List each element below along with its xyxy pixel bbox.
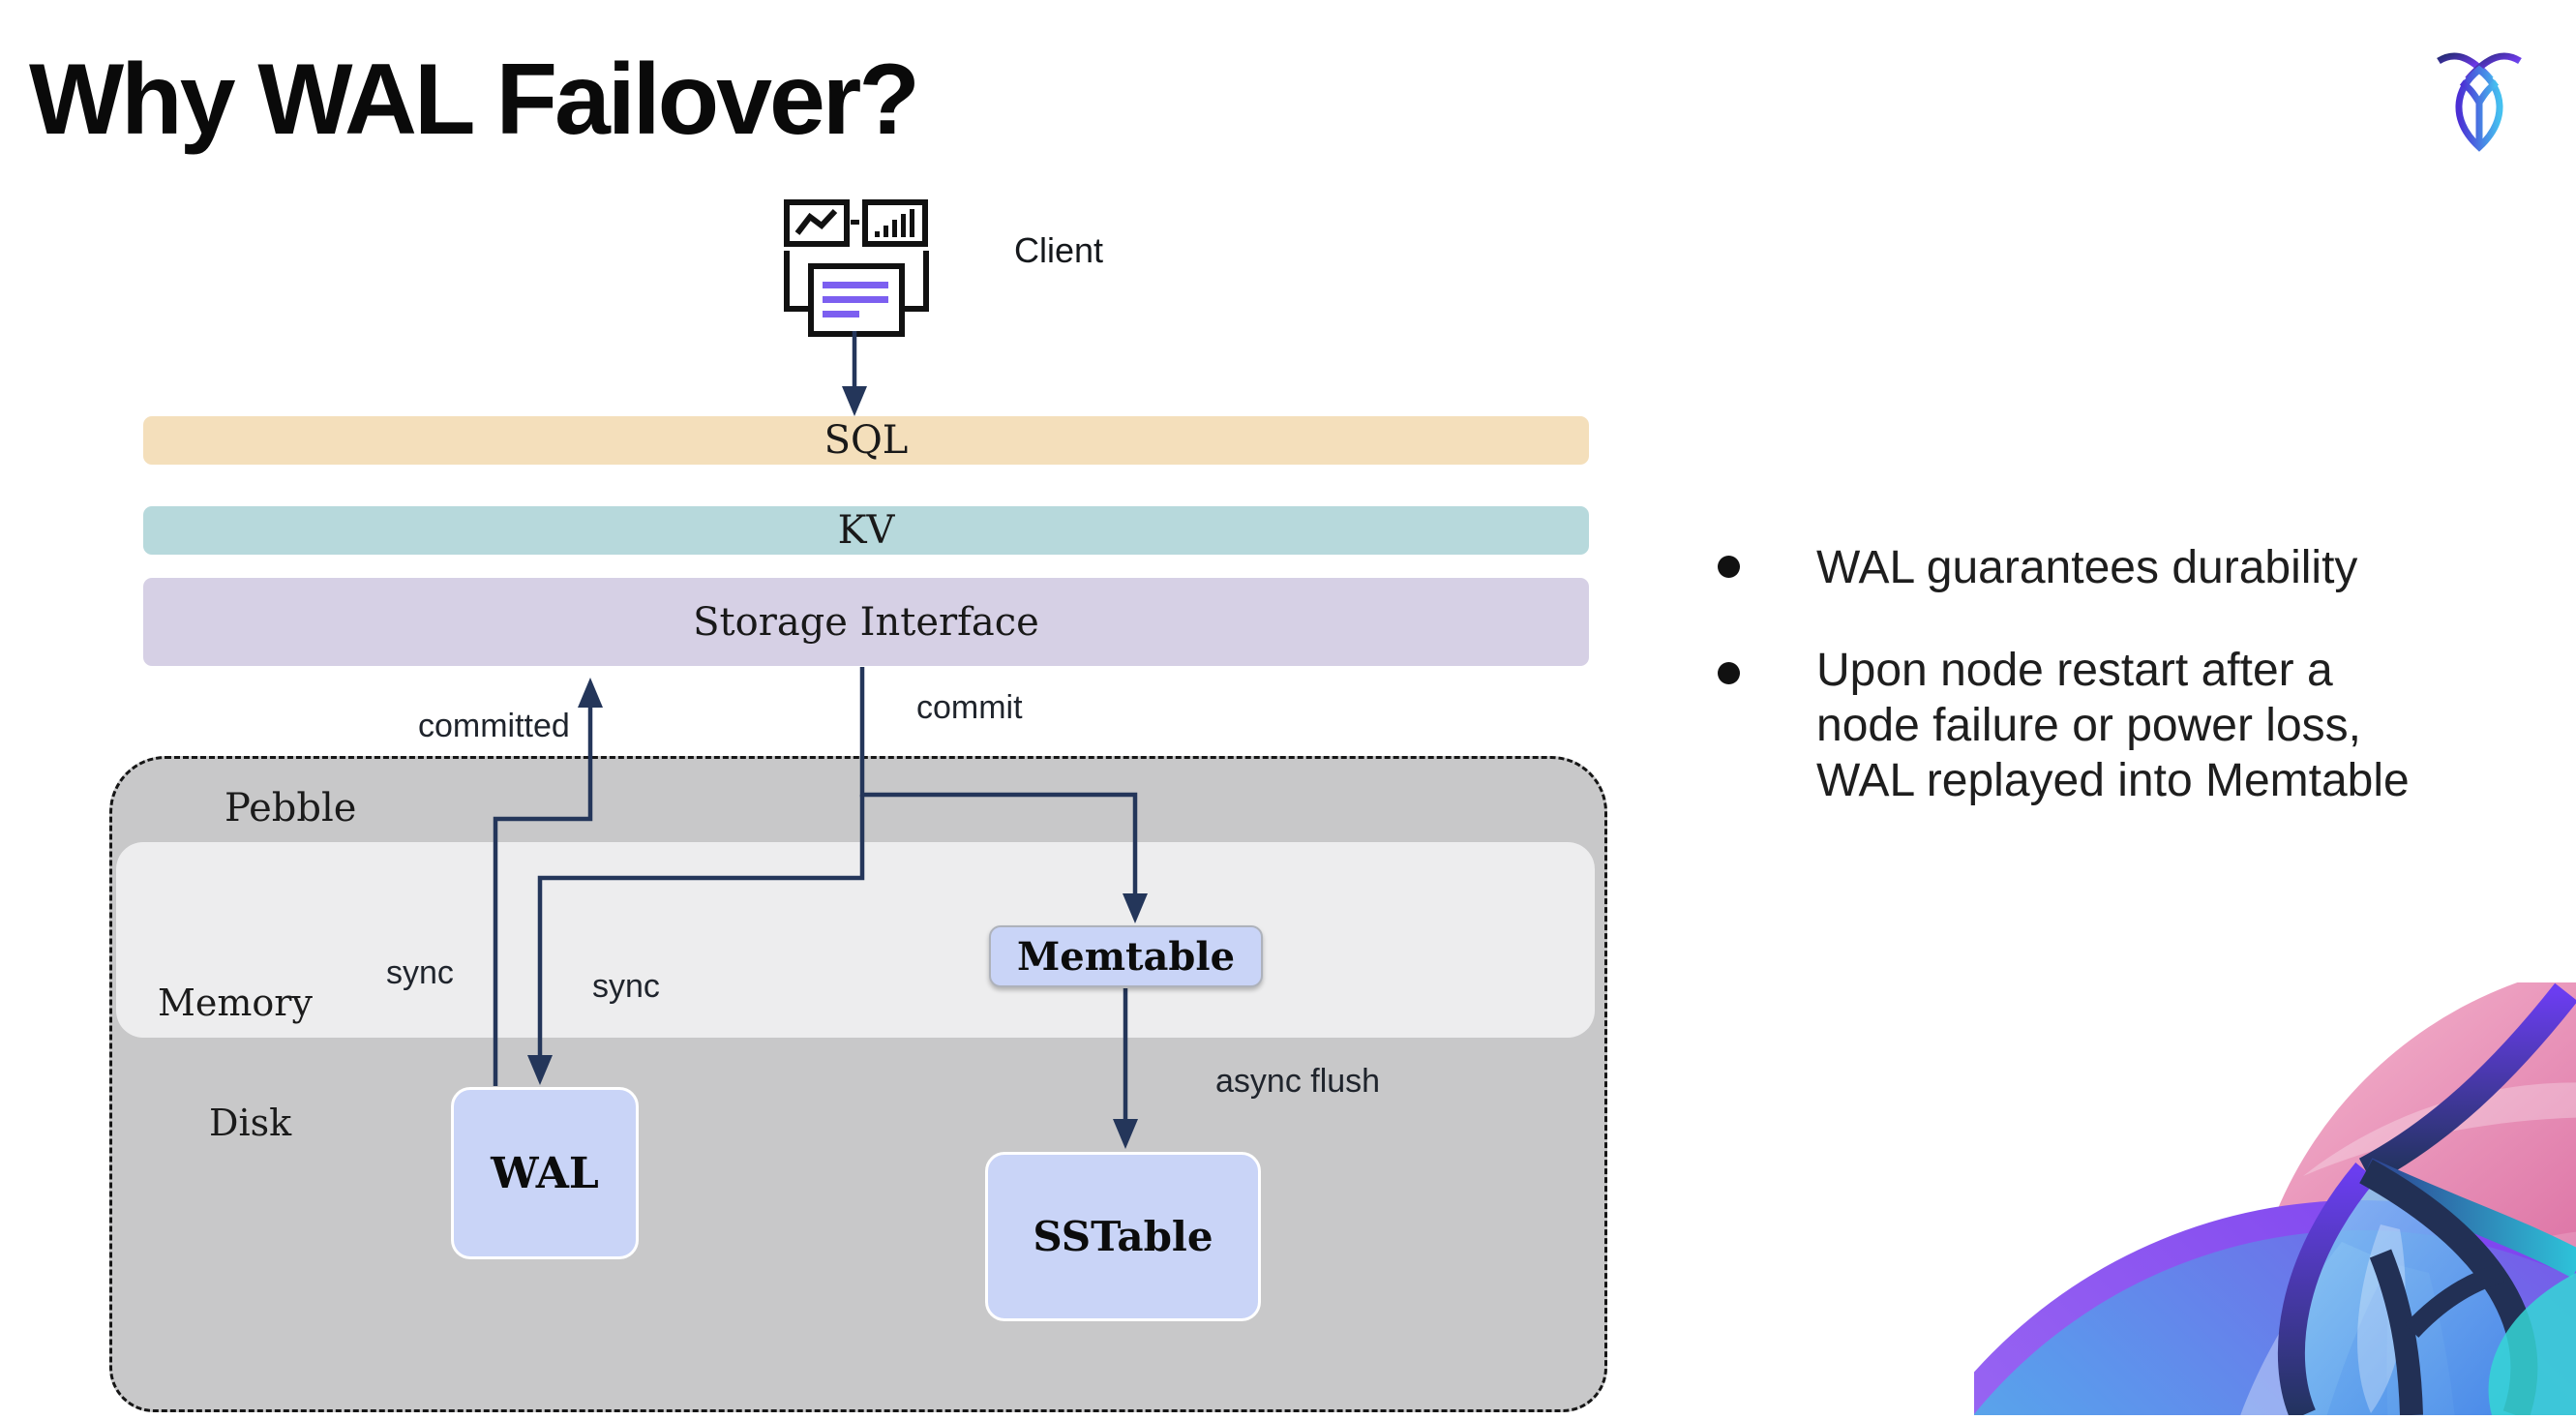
bullet-text: Upon node restart after a node failure o… xyxy=(1816,643,2410,808)
bullet-item-replay: Upon node restart after a node failure o… xyxy=(1718,643,2410,808)
cockroachdb-logo-icon xyxy=(2429,45,2530,169)
sync-right-edge-label: sync xyxy=(592,968,660,1005)
layer-storage-interface: Storage Interface xyxy=(143,578,1589,666)
async-flush-edge-label: async flush xyxy=(1215,1063,1381,1100)
arrowhead-client xyxy=(842,386,867,416)
layer-sql: SQL xyxy=(143,416,1589,465)
layer-kv: KV xyxy=(143,506,1589,555)
disk-label: Disk xyxy=(209,1102,292,1144)
bullet-line: WAL replayed into Memtable xyxy=(1816,755,2410,806)
wal-node: WAL xyxy=(451,1087,639,1259)
bullet-line: node failure or power loss, xyxy=(1816,700,2361,751)
committed-edge-label: committed xyxy=(418,708,570,744)
cockroachdb-brand-art-icon xyxy=(1974,982,2576,1420)
layer-storage-label: Storage Interface xyxy=(693,599,1039,645)
sync-left-edge-label: sync xyxy=(386,954,454,991)
client-terminal-icon xyxy=(779,196,934,342)
layer-sql-label: SQL xyxy=(824,418,909,463)
layer-kv-label: KV xyxy=(837,508,895,553)
bullet-line: Upon node restart after a xyxy=(1816,645,2333,696)
memtable-node: Memtable xyxy=(989,925,1263,987)
memtable-node-label: Memtable xyxy=(1016,933,1236,980)
memory-band xyxy=(116,842,1595,1038)
commit-edge-label: commit xyxy=(916,689,1023,726)
bullet-dot-icon xyxy=(1718,556,1740,578)
page-title: Why WAL Failover? xyxy=(29,44,920,156)
client-label: Client xyxy=(1014,230,1104,270)
bullet-text: WAL guarantees durability xyxy=(1816,542,2358,593)
bullet-dot-icon xyxy=(1718,662,1740,684)
wal-node-label: WAL xyxy=(491,1148,599,1198)
arrowhead-committed xyxy=(578,678,603,708)
sstable-node: SSTable xyxy=(985,1152,1261,1321)
memory-label: Memory xyxy=(158,982,313,1024)
sstable-node-label: SSTable xyxy=(1033,1213,1213,1260)
bullet-item-durability: WAL guarantees durability xyxy=(1718,540,2357,595)
pebble-label: Pebble xyxy=(225,786,357,831)
